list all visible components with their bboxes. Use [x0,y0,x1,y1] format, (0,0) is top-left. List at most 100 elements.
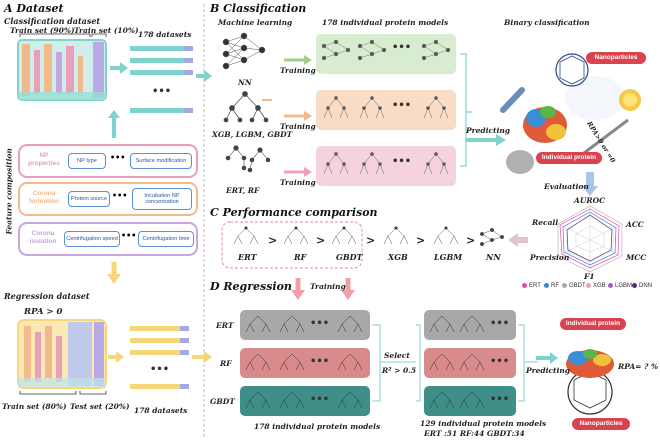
rank-gt: > [366,234,376,247]
panel-b-title: Classification [223,2,307,15]
models-178-d-label: 178 individual protein models [254,422,381,431]
rows-ellipsis: ••• [310,356,330,367]
rpa-query-label: RPA= ? % [618,362,659,371]
training-label-d: Training [310,282,346,291]
individual-protein-badge: Individual protein [536,152,602,164]
evaluation-label: Evaluation [544,182,589,191]
feature-ellipsis: ••• [110,152,126,162]
legend-label: RF [551,283,559,290]
rank-gt: > [466,234,476,247]
models-ellipsis: ••• [392,100,412,111]
regression-tree-copies [245,315,485,409]
classification-dataset-block [17,39,107,101]
rank-3: GBDT [336,252,363,262]
datasets-stack-a [130,46,193,113]
rows-ellipsis: ••• [310,394,330,405]
legend-label: XGB [593,283,606,290]
nn-label: NN [238,78,252,87]
datasets-178-b-label: 178 datasets [134,406,188,415]
boosting-tree-graphic [223,91,269,123]
legend-rf: RF [544,283,559,289]
models-178-label: 178 individual protein models [322,18,449,27]
datasets-stack-b [130,326,189,389]
training-label-2: Training [280,122,316,131]
forest-tree-graphic [225,145,271,173]
radar-axis-acc: ACC [626,220,644,229]
predicting-label-d: Predicting [526,366,571,375]
nn-network-graphic [222,32,266,70]
feature-ellipsis: ••• [121,230,137,240]
nanoparticles-badge: Nanoparticles [586,52,646,64]
legend-dot [522,283,527,288]
rows-ellipsis: ••• [490,318,510,329]
panel-c-title: Performance comparison [222,206,378,219]
row-label-gbdt: GBDT [210,397,235,406]
radar-axis-auroc: AUROC [574,196,606,205]
legend-lgbm: LGBM [608,283,632,289]
feature-group-corona-formation: Corona formation Protein source ••• Incu… [18,182,198,216]
radar-axis-precision: Precision [530,253,570,262]
rank-1: ERT [238,252,257,262]
legend-dot [608,283,613,288]
train-set-90-label: Train set (90%) [10,26,75,35]
legend-gbdt: GBDT [562,283,586,289]
rank-5: LGBM [434,252,463,262]
legend-label: ERT [529,283,541,290]
feature-composition-label: Feature composition [4,148,14,235]
feature-group-name: Corona isolation [29,230,57,245]
predicting-label-b: Predicting [466,126,511,135]
radar-axis-f1: F1 [584,272,595,281]
feature-chip: Surface modification [130,153,192,169]
rpa-condition-label: RPA > 0 [24,307,63,317]
tree-model-copies [323,96,449,175]
rank-gt: > [316,234,326,247]
feature-group-np: NP properties NP type ••• Surface modifi… [18,144,198,178]
training-label-3: Training [280,178,316,187]
rank-gt: > [268,234,278,247]
panel-b-heading: B Classification [210,2,306,15]
panel-b-letter: B [210,2,220,15]
feature-group-corona-isolation: Corona isolation Centrifugation speed ••… [18,222,198,256]
xgb-label: XGB, LGBM, GBDT [212,130,293,139]
legend-dot [544,283,549,288]
regression-dataset-block [17,319,107,389]
stack-ellipsis-b: ••• [150,364,170,375]
stack-ellipsis-a: ••• [152,86,172,97]
legend-dot [586,283,591,288]
feature-chip: Incubation NP concentration [132,188,192,210]
training-arrows-d [291,278,355,300]
feature-chip: NP type [68,153,106,169]
classification-dataset-label: Classification dataset [4,16,101,26]
legend-dot [562,283,567,288]
legend-label: DNN [639,283,652,290]
feature-group-name: NP properties [28,152,60,167]
radar-chart [557,205,623,273]
train-set-80-label: Train set (80%) [2,402,67,411]
feature-chip: Centrifugation time [138,231,194,247]
r2-label: R² > 0.5 [382,366,417,375]
rows-ellipsis: ••• [490,356,510,367]
rank-2: RF [294,252,307,262]
training-arrows-b [284,55,312,177]
rank-gt: > [416,234,426,247]
legend-ert: ERT [522,283,541,289]
rank-4: XGB [388,252,408,262]
models-ellipsis: ••• [392,42,412,53]
panel-c-heading: C Performance comparison [210,206,378,219]
legend-xgb: XGB [586,283,606,289]
train-set-10-label: Train set (10%) [74,26,139,35]
ert-rf-label: ERT, RF [226,186,260,195]
legend-dot [632,283,637,288]
models-129-label: 129 individual protein models [420,419,547,428]
rows-ellipsis: ••• [310,318,330,329]
rows-ellipsis: ••• [490,394,510,405]
feature-chip: Centrifugation speed [64,231,120,247]
rank-6: NN [486,252,501,262]
machine-learning-label: Machine learning [218,18,293,27]
panel-a-letter: A [4,2,13,15]
datasets-178-label: 178 datasets [138,30,192,39]
panel-c-letter: C [210,206,219,219]
nanoparticle-illustration [500,53,641,174]
radar-axis-mcc: MCC [626,253,647,262]
